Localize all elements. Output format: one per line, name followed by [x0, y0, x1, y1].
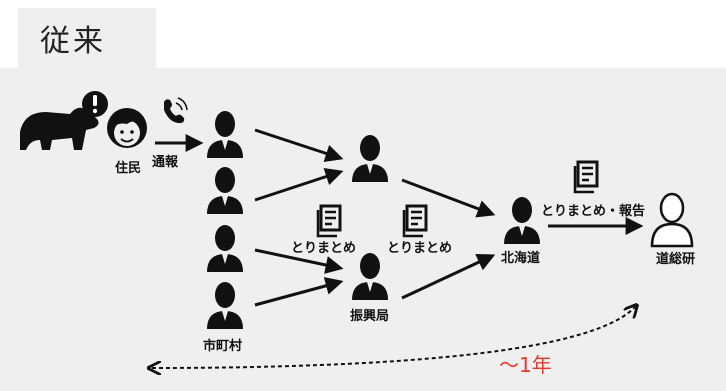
resident-label: 住民	[115, 160, 141, 176]
hokkaido-person-icon	[504, 197, 540, 244]
arrow-muni3-bureau2	[254, 248, 344, 274]
municipality-label: 市町村	[203, 338, 242, 354]
alert-icon	[82, 91, 108, 117]
title-tab: 従来	[18, 8, 156, 68]
hokkaido-label: 北海道	[501, 250, 540, 266]
municipality-person-3-icon	[207, 225, 243, 272]
resident-icon	[107, 108, 147, 148]
report-label: 通報	[152, 154, 179, 170]
document-icon-right	[402, 204, 428, 238]
bureau-person-2-icon	[352, 253, 388, 300]
arrow-bureau2-hokkaido	[401, 253, 496, 300]
arrow-muni4-bureau2	[254, 277, 344, 307]
arrow-bureau1-hokkaido	[401, 178, 496, 218]
bear-icon	[20, 107, 99, 150]
research-org-label: 道総研	[656, 251, 695, 267]
municipality-person-2-icon	[207, 167, 243, 214]
bureau-label: 振興局	[350, 308, 389, 324]
document-icon-left	[316, 204, 342, 238]
municipality-person-1-icon	[207, 111, 243, 158]
bureau-person-1-icon	[352, 135, 388, 182]
duration-label: ～1年	[499, 353, 552, 377]
summarize-label-right: とりまとめ	[387, 241, 452, 256]
arrow-muni2-bureau1	[254, 167, 344, 202]
document-icon-report	[573, 160, 599, 194]
arrow-muni1-bureau1	[254, 128, 344, 163]
municipality-person-4-icon	[207, 282, 243, 329]
summarize-label-left: とりまとめ	[291, 241, 356, 256]
phone-icon	[164, 97, 188, 124]
summarize-report-label: とりまとめ・報告	[541, 203, 645, 219]
research-org-person-icon	[650, 192, 694, 248]
page-title: 従来	[40, 24, 106, 59]
